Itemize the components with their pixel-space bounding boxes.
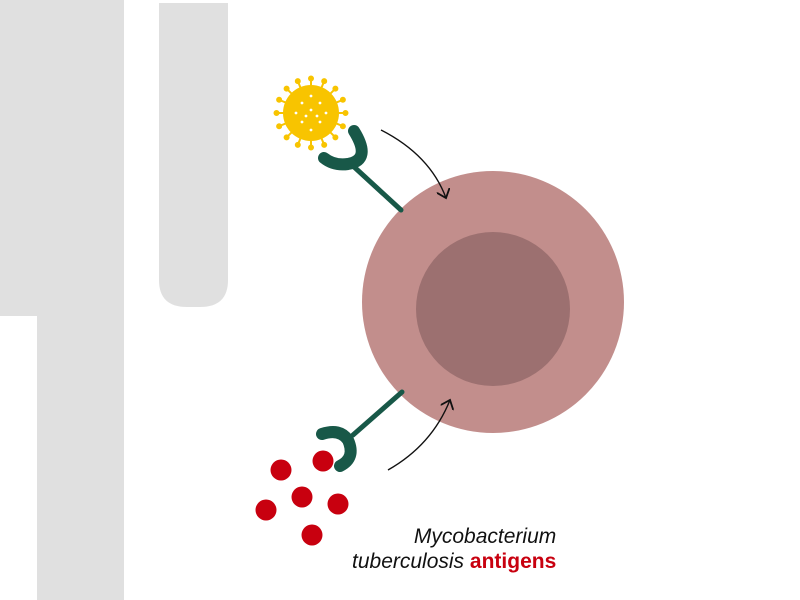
virus-spike-tip	[339, 96, 346, 103]
caption-highlight: antigens	[469, 550, 557, 573]
background-shapes	[0, 0, 228, 600]
virus-spike-tip	[283, 85, 290, 92]
caption-italic: tuberculosis	[352, 550, 465, 573]
virus-spike-tip	[276, 123, 283, 130]
antigen-caption: Mycobacterium tuberculosis antigens	[352, 524, 556, 574]
virus-spike-tip	[321, 141, 328, 148]
antigen-particles	[255, 450, 349, 546]
arrow-virus-to-cell	[380, 129, 446, 198]
background-block-right	[159, 3, 228, 307]
caption-line-1: Mycobacterium	[413, 525, 557, 548]
receptor-bottom	[316, 389, 405, 472]
virus-spike-tip	[283, 134, 290, 141]
receptor-top	[318, 125, 404, 213]
virus-spike-tip	[332, 134, 339, 141]
virus-spike-tip	[321, 78, 328, 85]
virus-spike-tip	[294, 78, 301, 85]
arrow-antigen-to-cell	[387, 400, 450, 471]
virus-spike-tip	[294, 141, 301, 148]
virus-spike-tip	[308, 144, 314, 151]
virus-spike-tip	[342, 110, 349, 116]
virus-spike-tip	[308, 75, 314, 82]
virus-spike-tip	[276, 96, 283, 103]
immune-cell	[362, 171, 624, 433]
virus-spike-tip	[273, 110, 280, 116]
cell-nucleus	[416, 232, 570, 386]
virus-spike-tip	[332, 85, 339, 92]
background-block-left	[0, 0, 124, 600]
virus-spike-tip	[339, 123, 346, 130]
virus-icon	[273, 75, 349, 151]
